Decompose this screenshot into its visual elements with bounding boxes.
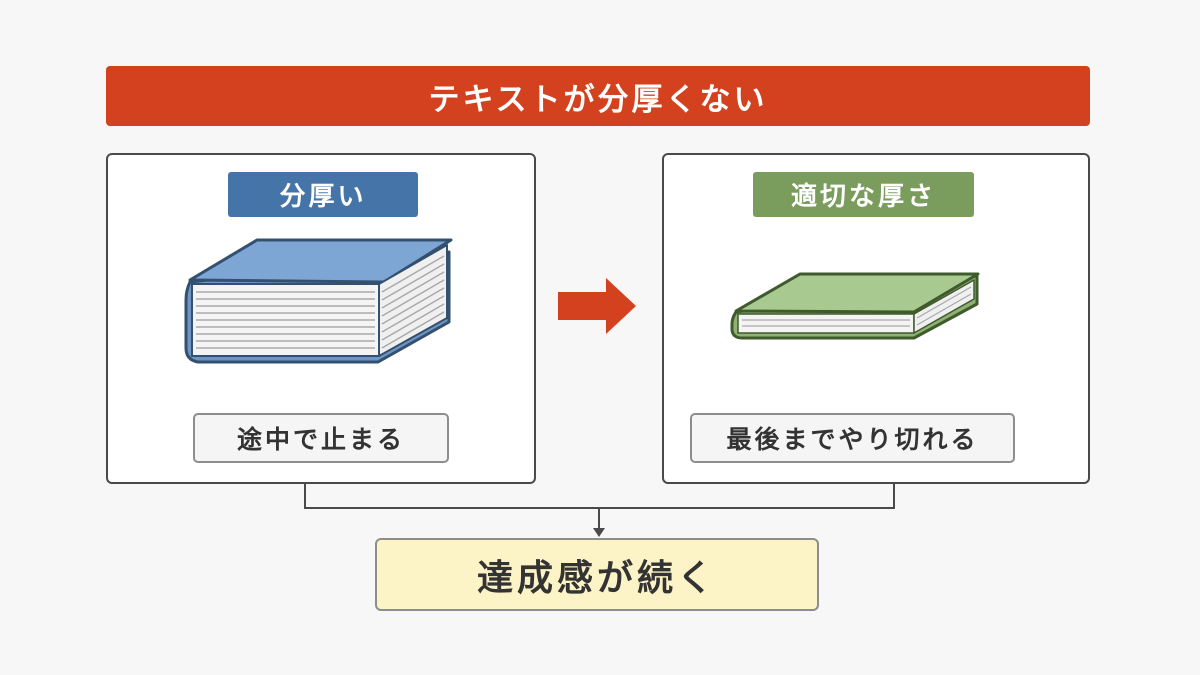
connector-arrowhead (593, 528, 605, 537)
transition-arrow (558, 278, 636, 334)
page-banner: テキストが分厚くない (106, 66, 1090, 126)
connector-left (304, 484, 599, 509)
fit-tag: 適切な厚さ (753, 172, 974, 217)
thick-tag: 分厚い (228, 172, 418, 217)
stops-midway-box: 途中で止まる (193, 413, 449, 463)
connector-right (599, 484, 895, 509)
finish-to-end-box: 最後までやり切れる (690, 413, 1015, 463)
conclusion-box: 達成感が続く (375, 538, 819, 611)
